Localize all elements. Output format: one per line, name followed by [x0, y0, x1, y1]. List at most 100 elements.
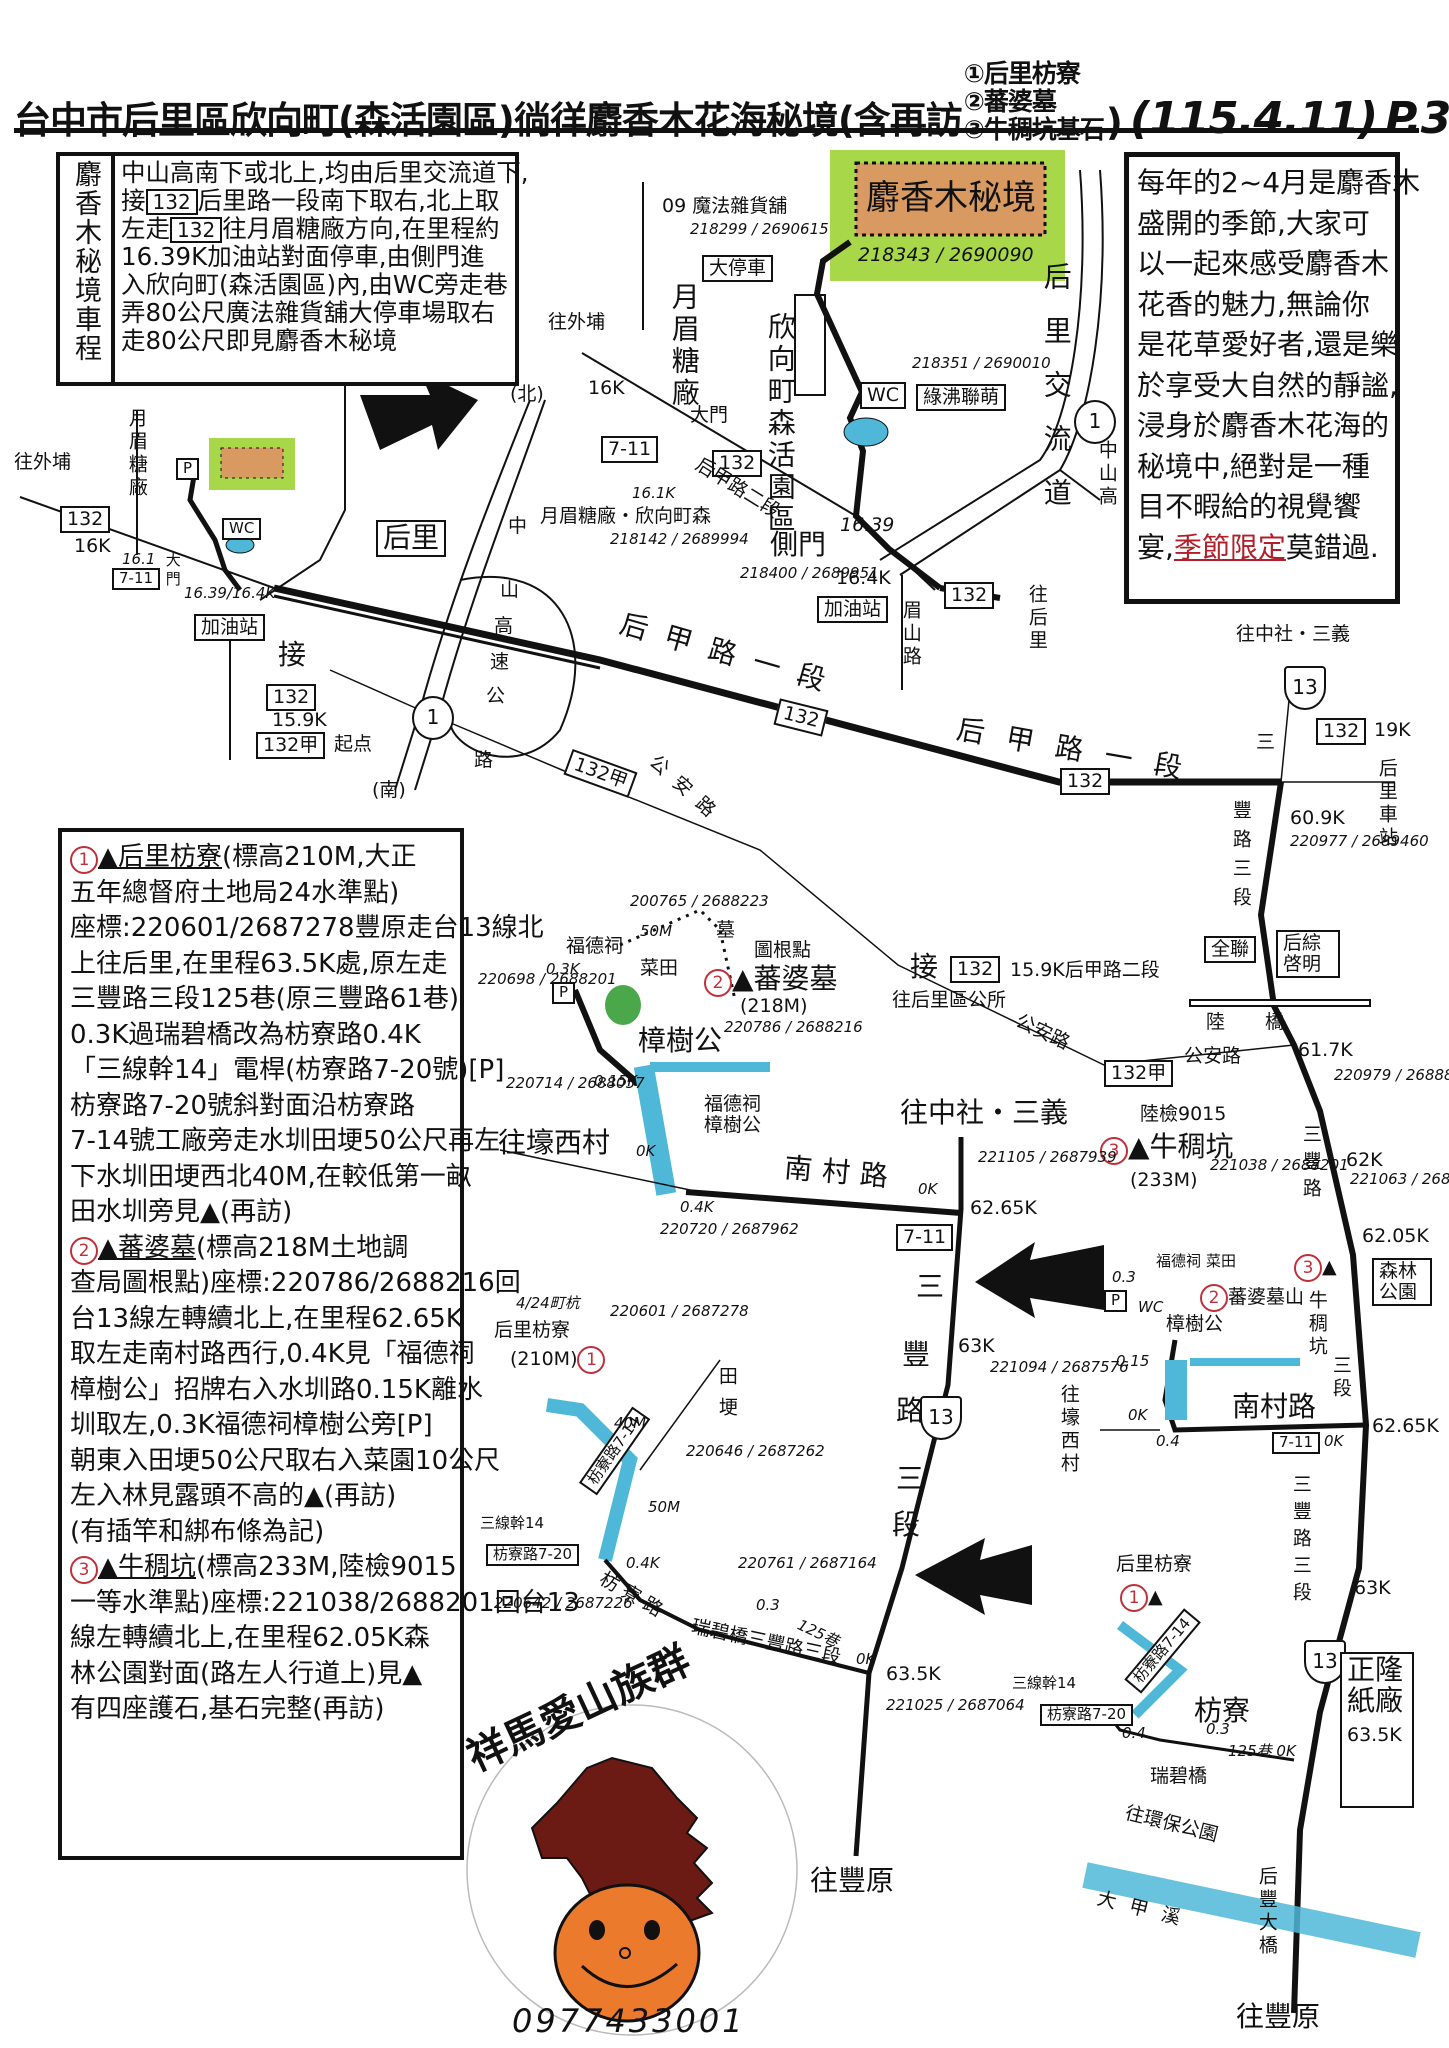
km-marker: 0K [1128, 1406, 1148, 1424]
km-marker: 62.65K [1372, 1415, 1439, 1437]
note-line: 下水圳田埂西北40M,在較低第一畝 [70, 1161, 472, 1192]
elevation: (233M) [1130, 1169, 1198, 1191]
title-close: ) [1105, 101, 1123, 144]
houli-fangliao-label: 后里枋寮 [1116, 1553, 1193, 1575]
directions-line: 弄80公尺廣法雜貨舖大停車場取右 [121, 298, 496, 327]
route-132-badge: 132 [712, 450, 763, 477]
note-heading-3: 3▲牛稠坑(標高233M,陸檢9015 [70, 1550, 457, 1586]
coordinate: 220761 / 2687164 [738, 1554, 877, 1572]
distance-label: 50M [640, 922, 673, 940]
km-marker: 63.5K [886, 1663, 941, 1685]
left-arrow-shape [975, 1242, 1104, 1318]
km-marker: 16.39 [840, 514, 895, 536]
to-fengyuan-label: 往豐原 [1236, 2000, 1321, 2033]
coordinate: 218343 / 2690090 [858, 244, 1034, 266]
coordinate: 220642 / 2687226 [494, 1594, 633, 1612]
route-13-main [1257, 781, 1370, 2014]
route-132a-badge: 132甲 [256, 732, 326, 759]
houjia-road-1 [273, 584, 1281, 786]
left-garden [220, 447, 284, 479]
niuchou-peak-label: 3▲牛稠坑 [1100, 1131, 1234, 1165]
season-line: 秘境中,絕對是一種 [1137, 449, 1370, 483]
note-line: 一等水準點)座標:221038/2688201回台13 [70, 1587, 580, 1618]
school-box: 后綜啓明 [1276, 930, 1340, 978]
houfeng-bridge-label: 后豐大橋 [1255, 1866, 1278, 1958]
number-badge: 3 [70, 1556, 98, 1584]
meishan-road-label: 眉山路 [899, 600, 922, 669]
note-line: 五年總督府土地局24水準點) [70, 877, 400, 908]
tomb-label: 墓 [716, 919, 736, 941]
text: 宴, [1137, 530, 1174, 564]
south-label: (南) [372, 779, 406, 801]
km-marker: 15.9K [272, 709, 327, 731]
freeway-char: 中 [508, 515, 528, 537]
text: (標高233M,陸檢9015 [196, 1552, 457, 1582]
lane-label: 125巷 0K [1228, 1742, 1296, 1760]
peak-notes-box: 1▲后里枋寮(標高210M,大正 五年總督府土地局24水準點) 座標:22060… [58, 828, 580, 1860]
page-number: P.32 [1385, 93, 1449, 144]
page-title: 台中市后里區欣向町(森活園區)徜徉麝香木花海秘境(含再訪 ①后里枋寮 ②蕃婆墓 … [14, 60, 1449, 145]
houli-box: 后里 [376, 520, 447, 557]
pile-label: 4/24町杭 [516, 1294, 580, 1312]
freeway-char: 路 [474, 749, 494, 771]
to-waipu-label: 往外埔 [548, 311, 606, 333]
km-marker: 0.15 [1116, 1352, 1150, 1370]
coordinate: 218142 / 2689994 [610, 530, 749, 548]
freeway-char: 速 [490, 651, 510, 673]
directions-line: 走80公尺即見麝香木秘境 [121, 326, 398, 355]
dajia-river [1082, 1862, 1421, 1958]
coordinate: 220979 / 2688808 [1334, 1066, 1449, 1084]
road-char: 三 [916, 1270, 945, 1303]
route-13-center [853, 1137, 964, 1857]
title-revisit-list: ①后里枋寮 ②蕃婆墓 ③牛稠坑基石 [964, 60, 1105, 144]
note-line: 座標:220601/2687278豐原走台13線北 [70, 913, 544, 943]
benchmark-label: 圖根點 [754, 939, 812, 961]
note-line: 0.3K過瑞碧橋改為枋寮路0.4K [70, 1019, 421, 1050]
km-marker: 16.39/16.4K [184, 584, 276, 602]
number-badge: 2 [70, 1236, 98, 1265]
interchange-label: 后里交流道 [1039, 262, 1073, 532]
to-kexi-label: 往壕西村 [498, 1126, 611, 1159]
coordinate: 220720 / 2687962 [660, 1220, 799, 1238]
coordinate: 221038 / 2688201 [1210, 1156, 1349, 1174]
parking-box: P [176, 458, 200, 480]
wc-box: WC [222, 518, 262, 540]
coordinate: 200765 / 2688223 [630, 892, 769, 910]
coordinate: 221063 / 2688565 [1350, 1170, 1449, 1188]
number-badge: 3 [1294, 1254, 1322, 1282]
note-line: 林公園對面(路左人行道上)見▲ [70, 1658, 423, 1689]
camphor-label: 樟樹公 [638, 1024, 723, 1057]
interchange-ramp [879, 169, 1084, 561]
note-line: 枋寮路7-20號斜對面沿枋寮路 [70, 1090, 416, 1121]
season-line: 每年的2~4月是麝香木 [1137, 166, 1421, 199]
km-marker: 0.3 [1112, 1268, 1136, 1286]
text: 莫錯過. [1285, 530, 1379, 564]
km-marker: 60.9K [1290, 807, 1345, 829]
note-line: 上往后里,在里程63.5K處,原左走 [70, 948, 448, 979]
to-district-office-label: 往后里區公所 [892, 989, 1007, 1011]
to-zhongshe-label: 往中社・三義 [900, 1096, 1069, 1129]
address-box: 枋寮路7-20 [1040, 1704, 1134, 1726]
freeway-char: 高 [494, 615, 514, 637]
junction-label: 接 [910, 950, 939, 983]
route-132a-badge: 132甲 [1104, 1060, 1174, 1087]
number-badge: 3 [1100, 1137, 1128, 1165]
coordinate: 221094 / 2687576 [990, 1358, 1129, 1376]
km-marker: 16.1K [632, 484, 676, 502]
secret-garden-label: 麝香木秘境 [866, 178, 1036, 218]
note-heading-2: 2▲蕃婆墓(標高218M土地調 [70, 1231, 452, 1267]
shrine-label: 福德祠 [566, 935, 624, 957]
junction-label: 接 [278, 638, 307, 671]
note-line: 樟樹公」招牌右入水圳路0.15K離水 [70, 1374, 483, 1405]
number-badge: 2 [1200, 1284, 1228, 1312]
smiley-face [553, 1883, 701, 2023]
left-walk-route [187, 469, 242, 592]
note-line: 「三線幹14」電桿(枋寮路7-20號)[P] [70, 1055, 505, 1085]
camphor-label: 樟樹公 [1166, 1313, 1224, 1335]
houli-station-label: 后里車站 [1375, 758, 1398, 850]
note-line: 田水圳旁見▲(再訪) [70, 1197, 293, 1227]
seven-eleven-box: 7-11 [896, 1224, 954, 1251]
sugar-factory-label: 月眉糖廠 [125, 408, 148, 500]
to-fengyuan-label: 往豐原 [810, 1864, 895, 1897]
